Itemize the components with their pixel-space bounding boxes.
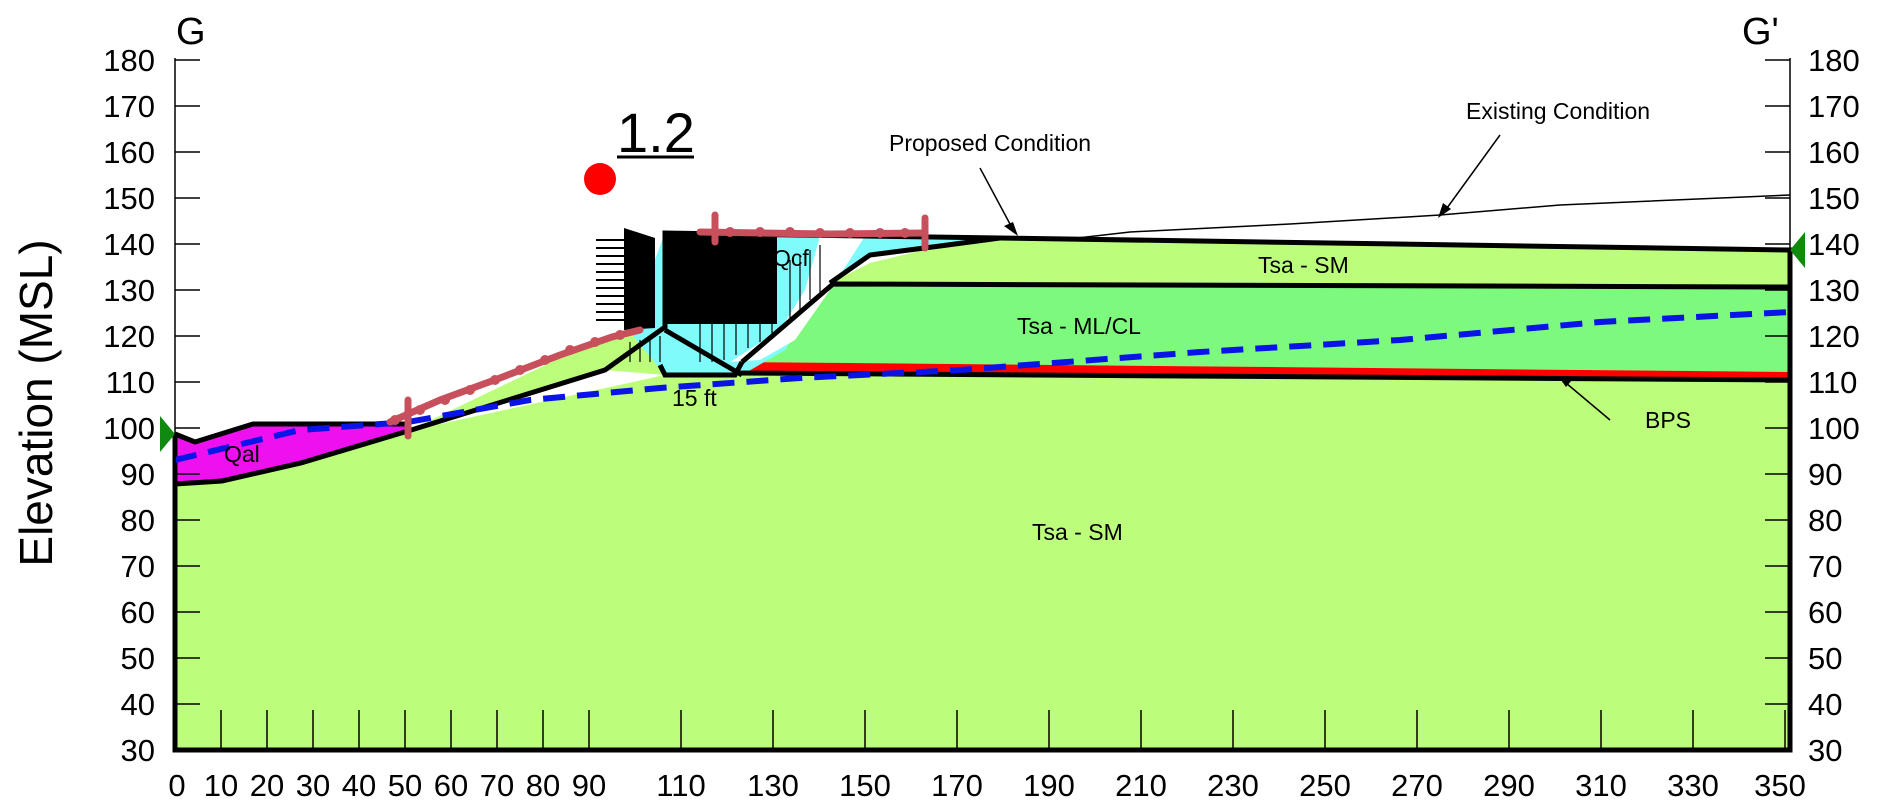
- x-tick-label: 150: [839, 768, 891, 803]
- x-tick-label: 310: [1575, 768, 1627, 803]
- x-tick-label: 230: [1207, 768, 1259, 803]
- y-tick-label: 110: [1808, 365, 1857, 400]
- x-tick-label: 90: [572, 768, 606, 803]
- y-tick-label: 150: [103, 181, 155, 216]
- y-tick-label: 140: [1808, 227, 1860, 262]
- y-tick-label: 120: [1808, 319, 1860, 354]
- y-tick-label: 100: [1808, 411, 1860, 446]
- y-tick-label: 170: [103, 89, 155, 124]
- x-tick-label: 330: [1667, 768, 1719, 803]
- x-tick-label: 270: [1391, 768, 1443, 803]
- section-end-label: G': [1742, 11, 1779, 53]
- x-tick-label: 110: [656, 768, 705, 803]
- qcf-base-contact: [663, 327, 744, 378]
- x-tick-label: 250: [1299, 768, 1351, 803]
- x-tick-label: 10: [204, 768, 238, 803]
- y-tick-label: 30: [121, 733, 155, 768]
- y-tick-label: 160: [103, 135, 155, 170]
- x-tick-label: 70: [480, 768, 514, 803]
- x-tick-label: 170: [931, 768, 983, 803]
- tsa-sm-upper-label: Tsa - SM: [1258, 252, 1349, 278]
- x-tick-label: 30: [296, 768, 330, 803]
- y-tick-label: 120: [103, 319, 155, 354]
- y-tick-label: 80: [121, 503, 155, 538]
- y-tick-label: 130: [103, 273, 155, 308]
- y-tick-label: 50: [1808, 641, 1842, 676]
- retaining-wall: [596, 228, 777, 330]
- existing-condition-leader: [1446, 134, 1501, 209]
- tsa-sm-lower-label: Tsa - SM: [1032, 519, 1123, 545]
- x-tick-label: 190: [1023, 768, 1075, 803]
- slip-surface-dots: [390, 227, 910, 425]
- groundwater-line: [174, 309, 1791, 463]
- y-tick-label: 130: [1808, 273, 1860, 308]
- slip-center-marker: [584, 163, 616, 195]
- y-tick-label: 70: [121, 549, 155, 584]
- y-tick-labels-left: 30 40 50 60 70 80 90 100 110 120 130 140…: [103, 43, 155, 768]
- bps-label: BPS: [1645, 407, 1691, 433]
- x-tick-label: 40: [342, 768, 376, 803]
- y-axis-title: Elevation (MSL): [10, 239, 62, 566]
- tsa-mlcl-label: Tsa - ML/CL: [1017, 313, 1141, 339]
- y-tick-label: 110: [106, 365, 155, 400]
- y-tick-label: 140: [103, 227, 155, 262]
- y-tick-label: 150: [1808, 181, 1860, 216]
- y-tick-labels-right: 30 40 50 60 70 80 90 100 110 120 130 140…: [1808, 43, 1860, 768]
- y-tick-label: 180: [103, 43, 155, 78]
- y-tick-label: 180: [1808, 43, 1860, 78]
- y-tick-label: 80: [1808, 503, 1842, 538]
- tsa-mlcl-unit: [742, 284, 1790, 372]
- y-tick-label: 70: [1808, 549, 1842, 584]
- proposed-condition-leader: [979, 167, 1011, 225]
- tsa-mlcl-base-contact: [734, 370, 1791, 383]
- x-tick-label: 60: [434, 768, 468, 803]
- proposed-fill-surface: [828, 235, 1001, 286]
- bps-arrowhead: [1558, 376, 1572, 387]
- qcf-label: Qcf: [773, 245, 809, 271]
- dimension-15ft-label: 15 ft: [672, 385, 717, 411]
- y-tick-label: 60: [1808, 595, 1842, 630]
- qal-unit: [175, 424, 408, 484]
- proposed-cut-zone: [730, 236, 865, 362]
- bps-leader: [1565, 382, 1611, 421]
- tsa-sm-unit-base: [175, 375, 1790, 750]
- existing-condition-label: Existing Condition: [1466, 98, 1650, 124]
- y-tick-label: 30: [1808, 733, 1842, 768]
- x-tick-label: 0: [168, 768, 185, 803]
- x-tick-labels: 0 10 20 30 40 50 60 70 80 90 110 130 150…: [168, 768, 1805, 803]
- qal-base-contact: [174, 428, 409, 487]
- y-tick-label: 90: [1808, 457, 1842, 492]
- existing-ground-line: [1059, 194, 1791, 241]
- x-tick-label: 350: [1754, 768, 1806, 803]
- x-tick-label: 130: [747, 768, 799, 803]
- water-marker-right: [1790, 232, 1805, 268]
- water-marker-left: [160, 416, 175, 452]
- y-tick-label: 160: [1808, 135, 1860, 170]
- y-tick-label: 100: [103, 411, 155, 446]
- y-tick-label: 90: [121, 457, 155, 492]
- existing-condition-arrowhead: [1438, 203, 1451, 218]
- x-tick-label: 210: [1115, 768, 1167, 803]
- proposed-condition-arrowhead: [1004, 222, 1018, 236]
- x-axis: [174, 710, 1786, 750]
- keyway: [657, 360, 745, 378]
- x-tick-label: 80: [526, 768, 560, 803]
- section-start-label: G: [176, 11, 206, 53]
- x-tick-label: 20: [250, 768, 284, 803]
- y-tick-label: 40: [121, 687, 155, 722]
- x-tick-label: 50: [388, 768, 422, 803]
- y-axis-left: [174, 58, 200, 751]
- x-tick-label: 290: [1483, 768, 1535, 803]
- proposed-condition-label: Proposed Condition: [889, 130, 1091, 156]
- y-tick-label: 50: [121, 641, 155, 676]
- factor-of-safety-value: 1.2: [617, 101, 695, 164]
- y-tick-label: 40: [1808, 687, 1842, 722]
- tsa-mlcl-top-contact: [740, 281, 1791, 364]
- qal-label: Qal: [224, 441, 260, 467]
- y-axis-right: [1765, 58, 1791, 751]
- y-tick-label: 170: [1808, 89, 1860, 124]
- y-tick-label: 60: [121, 595, 155, 630]
